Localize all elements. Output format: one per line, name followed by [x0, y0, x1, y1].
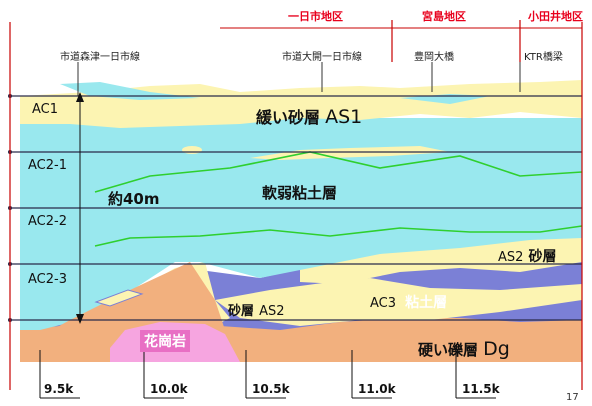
- as1-layer: [20, 80, 582, 128]
- label-thickness: 約40m: [108, 190, 160, 208]
- ac3-jp: 粘土層: [405, 295, 448, 311]
- as1-code: AS1: [325, 106, 363, 128]
- label-ac3: AC3 粘土層: [370, 292, 447, 312]
- as2-code-right: AS2: [498, 250, 524, 265]
- as2-lower-band: [215, 278, 582, 326]
- dg-jp: 硬い礫層: [418, 341, 479, 359]
- chainage-label: 11.5k: [462, 382, 500, 396]
- soft-clay-layer: [20, 118, 582, 330]
- chainage-label: 10.0k: [150, 382, 188, 396]
- label-soft-clay: 軟弱粘土層: [262, 184, 338, 202]
- road-toyooka: 豊岡大橋: [414, 52, 454, 63]
- district-ichinoichi: 一日市地区: [288, 10, 343, 23]
- dg-code: Dg: [483, 338, 510, 360]
- district-miyajima: 宮島地区: [422, 10, 466, 23]
- road-moritsu: 市道森津一日市線: [60, 52, 140, 63]
- boundary-line-2: [94, 225, 583, 247]
- chainage-label: 9.5k: [44, 382, 74, 396]
- small-sand-lens: [94, 289, 144, 307]
- road-ktr: KTR橋梁: [524, 52, 563, 63]
- as2-jp-right: 砂層: [528, 249, 557, 265]
- ac3-code: AC3: [370, 296, 397, 311]
- as1-jp: 緩い砂層: [256, 108, 321, 127]
- label-as1: 緩い砂層 AS1: [256, 104, 362, 128]
- page-number: 17: [566, 392, 579, 403]
- label-ac2-2: AC2-2: [28, 214, 67, 229]
- clay-sand-lens-2: [182, 146, 202, 154]
- label-ac2-3: AC2-3: [28, 272, 67, 287]
- label-ac1: AC1: [32, 102, 59, 117]
- as2-right-band: [300, 236, 582, 284]
- as2-jp-left: 砂層: [228, 304, 255, 319]
- label-ac2-1: AC2-1: [28, 158, 67, 173]
- chainage-label: 10.5k: [252, 382, 290, 396]
- road-ohiraki: 市道大開一日市線: [282, 52, 362, 63]
- label-granite: 花崗岩: [140, 330, 190, 352]
- chainage-label: 11.0k: [358, 382, 396, 396]
- label-dg: 硬い礫層 Dg: [418, 338, 510, 360]
- label-as2-left: 砂層 AS2: [228, 300, 285, 319]
- district-odai: 小田井地区: [528, 10, 583, 23]
- boundary-line-1: [94, 151, 583, 193]
- as2-code-left: AS2: [259, 304, 285, 319]
- label-as2-right: AS2 砂層: [498, 246, 557, 266]
- clay-sand-lens-1: [250, 146, 450, 160]
